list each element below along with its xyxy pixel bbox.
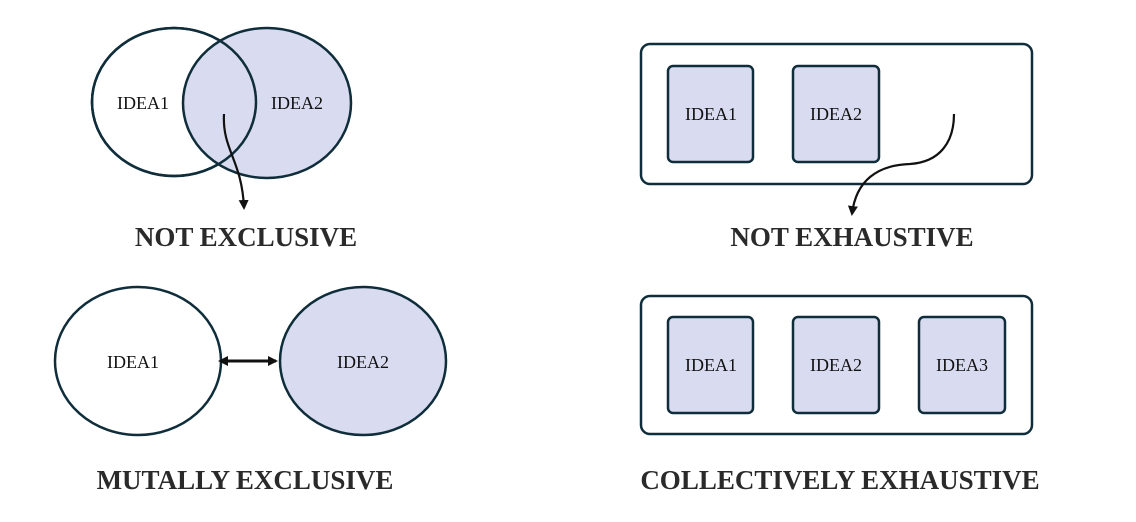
- panel-collectively-exhaustive: IDEA1 IDEA2 IDEA3 COLLECTIVELY EXHAUSTIV…: [639, 294, 1040, 495]
- idea1-label: IDEA1: [107, 352, 159, 372]
- circle-idea2-separate: [278, 285, 448, 437]
- circle-idea2-overlap: [181, 26, 353, 180]
- caption-mutually-exclusive: MUTALLY EXCLUSIVE: [97, 465, 394, 495]
- idea2-label: IDEA2: [810, 355, 862, 375]
- caption-collectively-exhaustive: COLLECTIVELY EXHAUSTIVE: [640, 465, 1039, 495]
- idea3-label: IDEA3: [936, 355, 988, 375]
- idea2-label: IDEA2: [271, 93, 323, 113]
- idea1-label: IDEA1: [117, 93, 169, 113]
- idea1-box: [666, 315, 755, 415]
- idea2-box: [791, 64, 881, 164]
- idea2-label: IDEA2: [337, 352, 389, 372]
- panel-not-exclusive: IDEA1 IDEA2 NOT EXCLUSIVE: [90, 26, 357, 252]
- idea2-box: [791, 315, 881, 415]
- caption-not-exclusive: NOT EXCLUSIVE: [135, 222, 357, 252]
- idea1-label: IDEA1: [685, 104, 737, 124]
- idea1-label: IDEA1: [685, 355, 737, 375]
- idea2-label: IDEA2: [810, 104, 862, 124]
- circle-idea1-overlap-outline: [90, 26, 258, 178]
- overlap-arrow-icon: [222, 113, 249, 210]
- panel-mutually-exclusive: IDEA1 IDEA2 MUTALLY EXCLUSIVE: [53, 285, 448, 495]
- idea3-box: [917, 315, 1007, 415]
- caption-not-exhaustive: NOT EXHAUSTIVE: [730, 222, 973, 252]
- gap-arrow-icon: [847, 113, 956, 216]
- panel-not-exhaustive: IDEA1 IDEA2 NOT EXHAUSTIVE: [639, 42, 1034, 252]
- idea1-box: [666, 64, 755, 164]
